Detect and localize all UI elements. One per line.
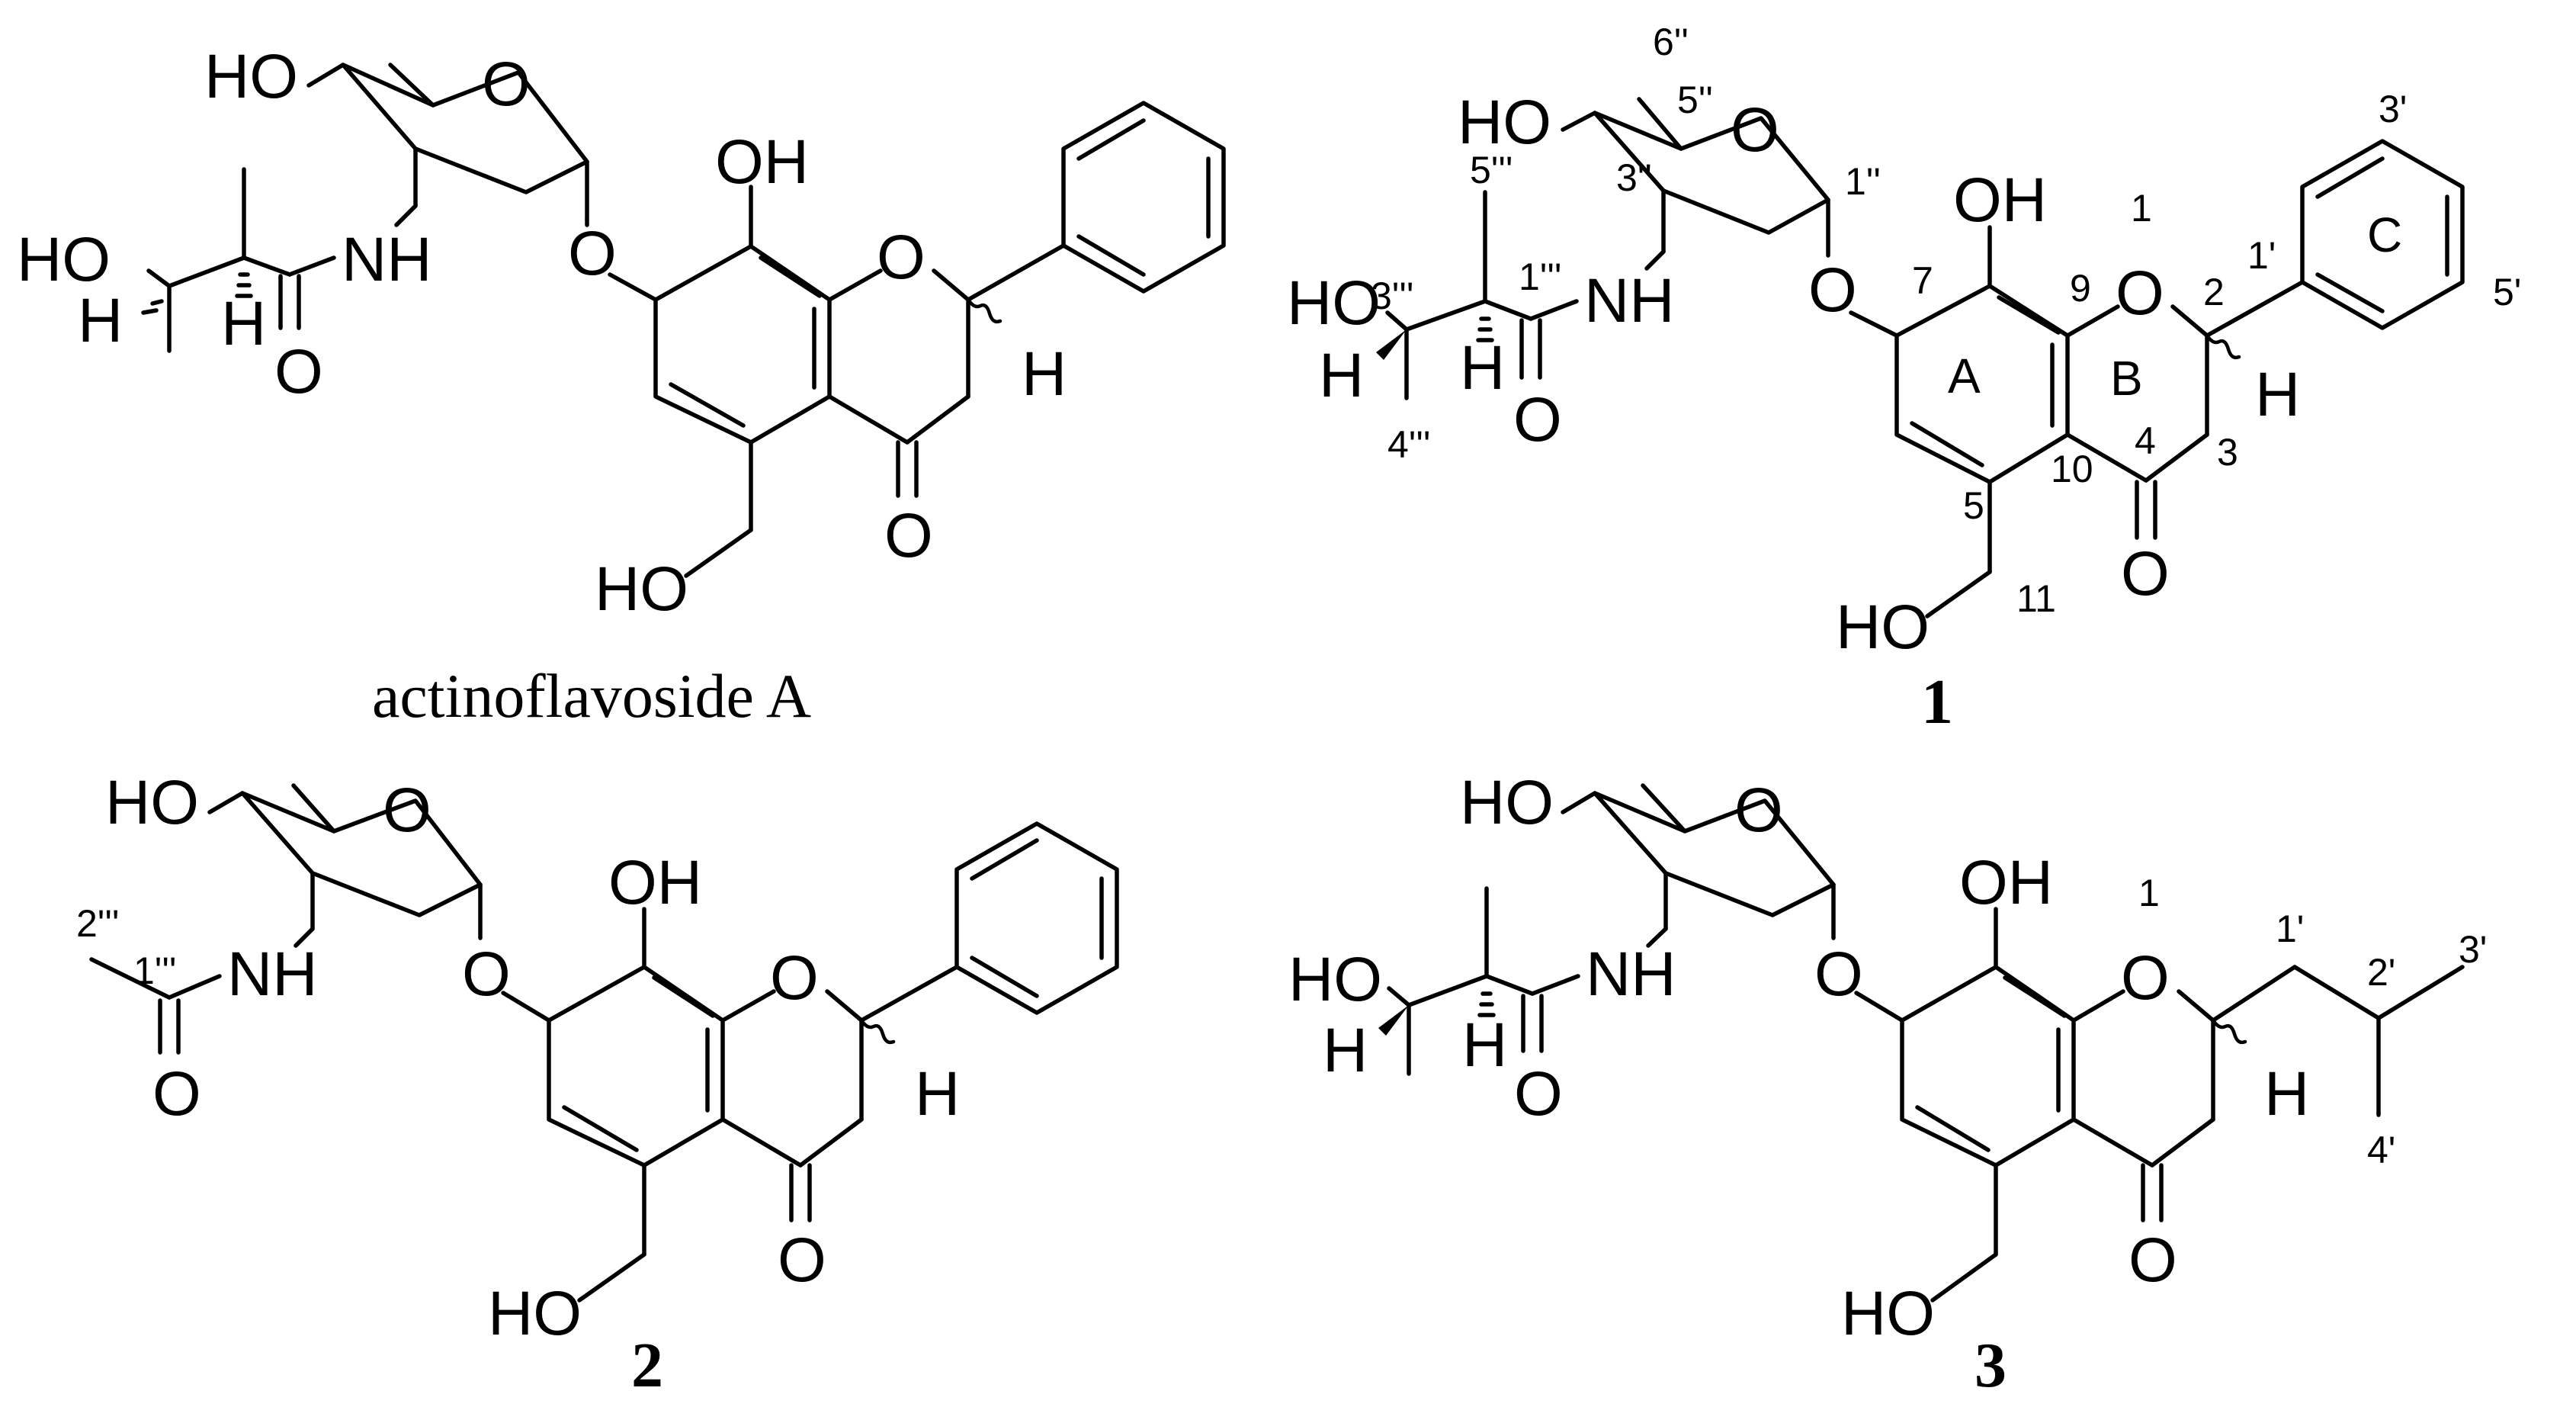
hydrogen-label: H [1319,341,1364,410]
caption-compound-2: 2 [631,1330,663,1401]
position-label: 1 [2131,187,2152,230]
glycosidic-oxygen-label: O [568,219,617,288]
position-label: 3' [2379,88,2407,130]
position-label: 11 [2016,577,2056,620]
amide-nh-label: NH [342,225,431,294]
ring-label-a: A [1948,349,1981,403]
hydroxyl-label: HO [595,554,688,624]
hydrogen-label: H [915,1059,960,1129]
hydrogen-label: H [1022,339,1067,409]
hydroxyl-label: HO [105,768,199,837]
position-label: 2''' [76,902,119,945]
ring-oxygen-label: O [877,223,925,292]
hydroxyl-label: HO [204,42,298,111]
position-label: 1' [2247,234,2276,277]
phenol-oh-label: OH [715,127,809,197]
position-label: 1''' [133,949,176,992]
molecule-2: HO O NH O O OH O H O HO 2''' 1''' 2 [76,768,1119,1401]
ring-oxygen-label: O [2121,943,2170,1013]
ring-oxygen-label: O [383,776,431,845]
position-label: 3'' [1616,156,1652,199]
hydroxyl-label: HO [1836,593,1930,662]
position-label: 1' [2276,907,2304,950]
amide-nh-label: NH [227,940,317,1009]
position-label: 4 [2135,419,2156,462]
position-label: 5'' [1677,79,1713,121]
ring-label-c: C [2367,207,2402,262]
molecule-3: HO O NH HO H H O O OH O H O HO 1 1' 2' 3… [1288,768,2487,1401]
ketone-oxygen-label: O [2121,539,2170,609]
ring-label-b: B [2110,351,2143,406]
position-label: 1 [2138,872,2160,914]
molecule-1: HO O NH HO H H O O OH O H O HO A B C 6''… [1287,21,2521,737]
position-label: 7 [1912,259,1933,302]
phenol-oh-label: OH [608,848,702,917]
hydrogen-label: H [1462,1010,1507,1080]
amide-nh-label: NH [1584,266,1674,336]
glycosidic-oxygen-label: O [462,940,511,1009]
molecule-actinoflavoside-a: HO O NH HO H H O O OH O H O HO actinofla… [17,42,1226,731]
hydroxyl-label: HO [488,1279,582,1348]
glycosidic-oxygen-label: O [1808,255,1857,325]
caption-compound-3: 3 [1975,1330,2007,1401]
phenol-oh-label: OH [1959,848,2053,917]
hydrogen-label: H [221,289,266,358]
ketone-oxygen-label: O [2128,1226,2177,1295]
hydrogen-label: H [1460,333,1505,403]
carbonyl-oxygen-label: O [274,337,323,406]
position-label: 6'' [1653,21,1689,63]
position-label: 2' [2367,951,2395,994]
hydrogen-label: H [78,286,123,355]
position-label: 5''' [1470,149,1513,191]
hydroxyl-label: HO [1287,268,1381,338]
ring-oxygen-label: O [1731,95,1779,165]
ketone-oxygen-label: O [778,1226,826,1295]
position-label: 3 [2217,431,2238,474]
carbonyl-oxygen-label: O [1513,385,1562,455]
carbonyl-oxygen-label: O [1514,1059,1563,1129]
position-label: 1'' [1845,160,1881,203]
position-label: 1''' [1519,255,1561,298]
position-label: 3' [2459,928,2487,971]
position-label: 4' [2367,1129,2395,1171]
position-label: 5' [2493,271,2521,313]
hydroxyl-label: HO [1458,88,1551,157]
hydroxyl-label: HO [1841,1279,1935,1348]
hydroxyl-label: HO [1288,945,1382,1014]
position-label: 5 [1963,484,1984,527]
ring-oxygen-label: O [2116,259,2164,328]
ring-oxygen-label: O [1734,776,1783,845]
hydrogen-label: H [2264,1059,2309,1129]
hydrogen-label: H [2255,360,2300,429]
caption-compound-1: 1 [1921,667,1953,737]
position-label: 3''' [1371,275,1413,317]
hydroxyl-label: HO [17,225,111,294]
glycosidic-oxygen-label: O [1814,940,1863,1009]
phenol-oh-label: OH [1953,165,2047,235]
ring-oxygen-label: O [482,50,531,119]
position-label: 9 [2070,267,2091,310]
caption-actinoflavoside-a: actinoflavoside A [372,661,811,731]
ketone-oxygen-label: O [884,501,933,570]
ring-oxygen-label: O [770,943,819,1013]
hydroxyl-label: HO [1460,768,1554,837]
carbonyl-oxygen-label: O [152,1059,201,1129]
position-label: 2 [2203,271,2225,313]
amide-nh-label: NH [1586,940,1676,1009]
position-label: 4''' [1387,423,1430,466]
position-label: 10 [2051,448,2093,490]
hydrogen-label: H [1323,1016,1368,1085]
